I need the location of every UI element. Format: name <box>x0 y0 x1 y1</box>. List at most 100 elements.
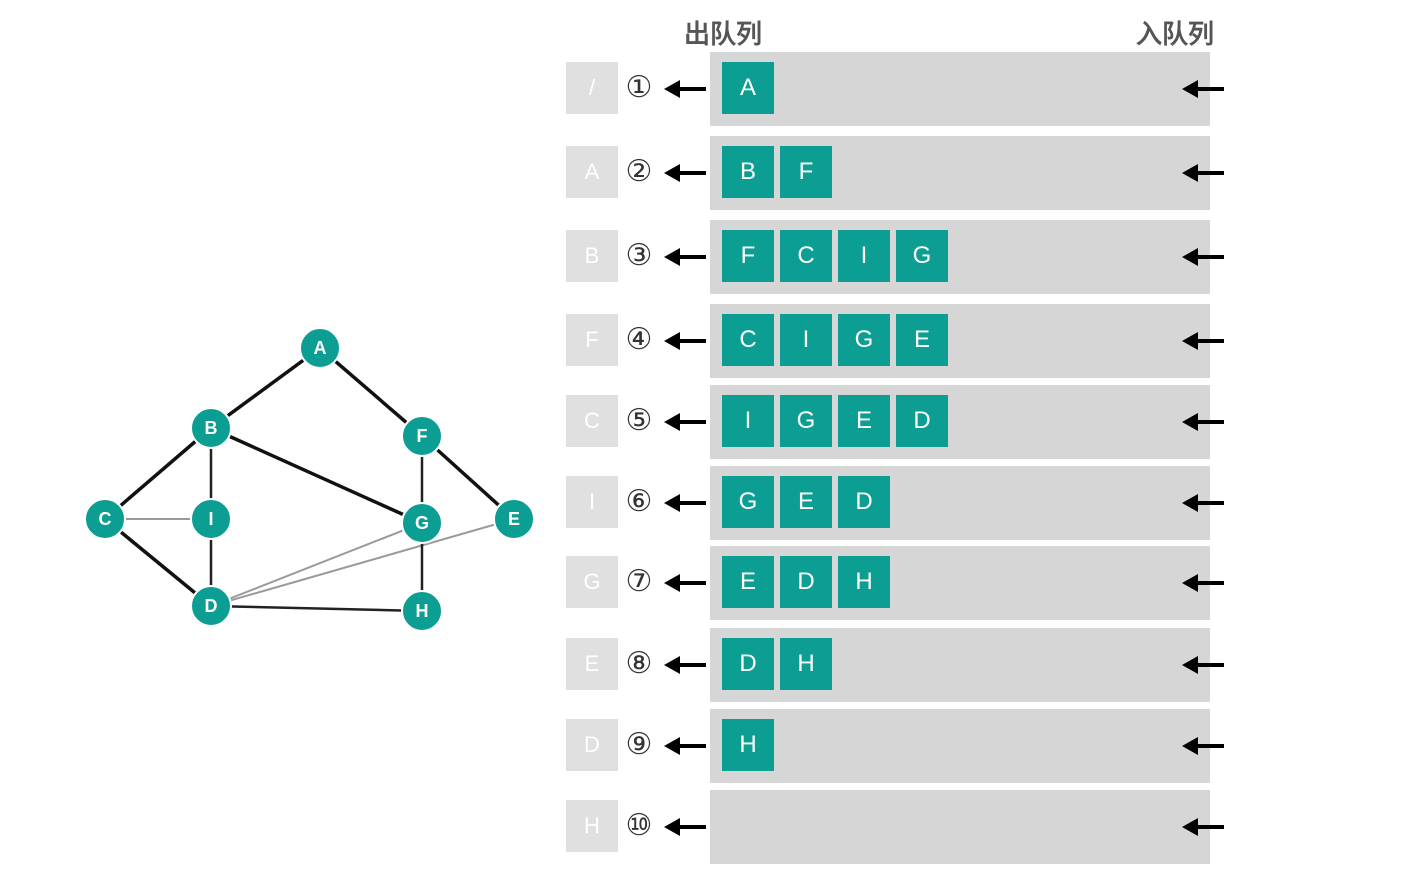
node-label: E <box>508 509 520 529</box>
queue-cell: F <box>722 230 774 282</box>
edge-d-e <box>210 518 515 607</box>
queue-cells: H <box>722 719 774 771</box>
queue-cell: C <box>780 230 832 282</box>
queue-cell: D <box>896 395 948 447</box>
queue-cell: F <box>780 146 832 198</box>
enqueue-arrow-icon <box>1182 574 1224 592</box>
node-g: G <box>401 502 443 544</box>
dequeue-arrow-icon <box>664 574 706 592</box>
dequeued-node-box: A <box>566 146 618 198</box>
queue-cell: I <box>838 230 890 282</box>
queue-cell: G <box>722 476 774 528</box>
node-label: B <box>205 418 218 438</box>
dequeued-node-box: B <box>566 230 618 282</box>
dequeue-arrow-icon <box>664 80 706 98</box>
enqueue-arrow-icon <box>1182 332 1224 350</box>
node-f: F <box>401 415 443 457</box>
dequeued-node-box: D <box>566 719 618 771</box>
edge-b-g <box>210 426 423 525</box>
queue-cell: E <box>896 314 948 366</box>
queue-cell: E <box>780 476 832 528</box>
queue-cell: E <box>838 395 890 447</box>
dequeued-node-box: H <box>566 800 618 852</box>
dequeue-arrow-icon <box>664 494 706 512</box>
dequeue-arrow-icon <box>664 164 706 182</box>
step-number: ⑤ <box>625 403 653 438</box>
dequeued-node-box: G <box>566 556 618 608</box>
edge-a-f <box>318 346 424 438</box>
dequeue-arrow-icon <box>664 656 706 674</box>
queue-cell: G <box>780 395 832 447</box>
step-number: ⑦ <box>625 564 653 599</box>
enqueue-arrow-icon <box>1182 80 1224 98</box>
step-number: ④ <box>625 322 653 357</box>
step-number: ⑩ <box>625 808 653 843</box>
step-number: ② <box>625 154 653 189</box>
dequeue-arrow-icon <box>664 413 706 431</box>
node-label: I <box>208 509 213 529</box>
dequeue-arrow-icon <box>664 248 706 266</box>
node-label: G <box>415 513 429 533</box>
dequeue-arrow-icon <box>664 332 706 350</box>
dequeued-node-box: F <box>566 314 618 366</box>
edge-b-c <box>103 426 213 521</box>
queue-cell: A <box>722 62 774 114</box>
dequeue-arrow-icon <box>664 818 706 836</box>
enqueue-arrow-icon <box>1182 164 1224 182</box>
node-a: A <box>299 327 341 369</box>
queue-cell: H <box>838 556 890 608</box>
enqueue-arrow-icon <box>1182 413 1224 431</box>
node-c: C <box>84 498 126 540</box>
enqueue-arrow-icon <box>1182 248 1224 266</box>
node-e: E <box>493 498 535 540</box>
queue-cell: H <box>722 719 774 771</box>
queue-cell: G <box>896 230 948 282</box>
dequeue-arrow-icon <box>664 737 706 755</box>
queue-cell: I <box>780 314 832 366</box>
queue-cell: C <box>722 314 774 366</box>
enqueue-arrow-icon <box>1182 737 1224 755</box>
enqueue-arrow-icon <box>1182 818 1224 836</box>
edge-c-d <box>103 517 213 608</box>
dequeue-header: 出队列 <box>684 20 763 50</box>
queue-bar: A <box>710 52 1210 126</box>
enqueue-arrow-icon <box>1182 656 1224 674</box>
node-h: H <box>401 590 443 632</box>
node-b: B <box>190 407 232 449</box>
dequeued-node-box: E <box>566 638 618 690</box>
enqueue-arrow-icon <box>1182 494 1224 512</box>
queue-cells: A <box>722 62 774 114</box>
dequeued-node-box: I <box>566 476 618 528</box>
dequeued-node-box: C <box>566 395 618 447</box>
step-number: ⑧ <box>625 646 653 681</box>
dequeued-node-box: / <box>566 62 618 114</box>
enqueue-header: 入队列 <box>1136 20 1215 50</box>
queue-cell: I <box>722 395 774 447</box>
queue-cell: D <box>838 476 890 528</box>
edge-d-h <box>210 604 423 613</box>
queue-cell: H <box>780 638 832 690</box>
node-label: F <box>417 426 428 446</box>
queue-cell: E <box>722 556 774 608</box>
queue-cell: D <box>722 638 774 690</box>
node-i: I <box>190 498 232 540</box>
node-label: H <box>416 601 429 621</box>
